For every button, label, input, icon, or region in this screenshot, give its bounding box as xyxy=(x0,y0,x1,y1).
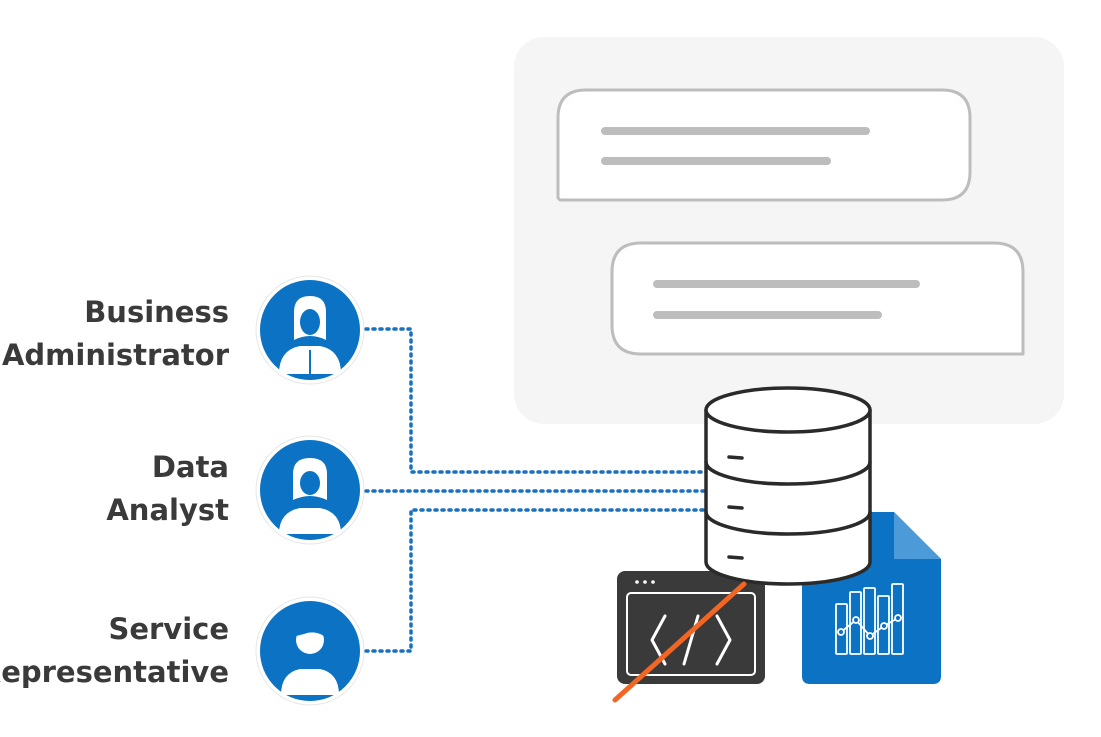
woman-icon xyxy=(255,275,365,385)
database-icon xyxy=(704,386,872,586)
persona-label-business-administrator: Business Administrator xyxy=(2,291,229,377)
connector-lines xyxy=(364,327,710,653)
label-line-1: Service xyxy=(108,612,229,646)
man-icon xyxy=(255,596,365,706)
label-line-2: Administrator xyxy=(1,338,229,372)
woman-icon xyxy=(255,435,365,545)
chat-bubble-icon xyxy=(610,241,1025,356)
label-line-1: Data xyxy=(151,450,229,484)
label-line-2: Analyst xyxy=(106,493,229,527)
strike-line xyxy=(612,581,747,703)
connector-business-administrator xyxy=(364,327,710,474)
label-line-2: Representative xyxy=(0,655,229,689)
label-line-1: Business xyxy=(84,295,229,329)
chat-bubble-icon xyxy=(556,88,972,202)
connector-service-representative xyxy=(364,508,710,653)
persona-label-service-representative: Service Representative xyxy=(0,608,229,694)
persona-label-data-analyst: Data Analyst xyxy=(106,446,229,532)
